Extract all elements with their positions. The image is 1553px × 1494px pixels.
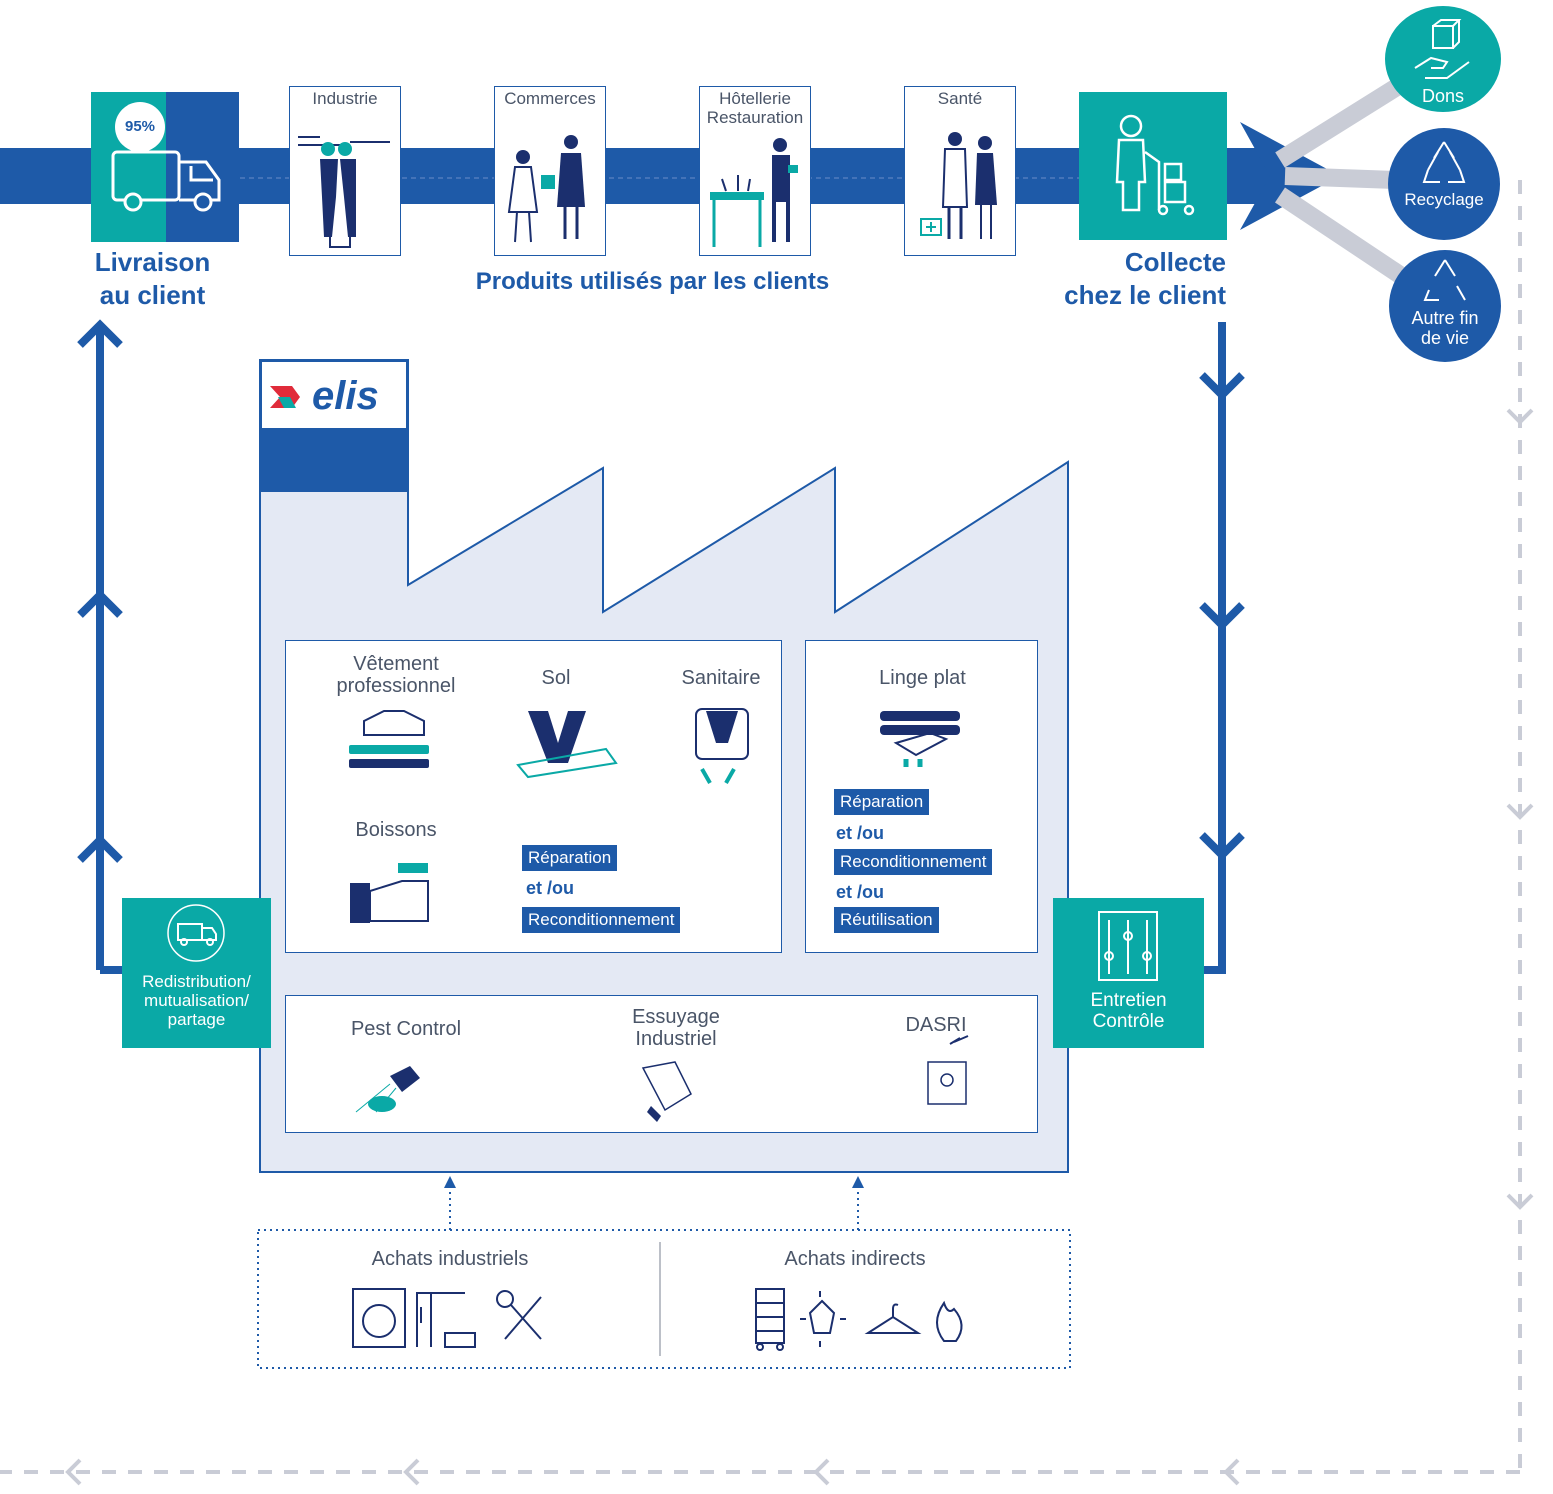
crane-icon [416, 1292, 465, 1347]
linen-and-or-label-2: et /ou [836, 882, 884, 902]
recycling-rate-badge: 95% [115, 102, 165, 152]
sector-card-hotellerie: Hôtellerie Restauration [699, 86, 811, 256]
sector-card-commerces: Commerces [494, 86, 606, 256]
doctor-patient-icon [920, 132, 997, 239]
industrial-purchases-icons [352, 1288, 542, 1348]
linen-stack-icon [880, 711, 960, 767]
delivery-box: 95% [91, 92, 239, 242]
reuse-tag: Réutilisation [834, 907, 939, 933]
repair-tag: Réparation [522, 845, 618, 871]
service-dasri: DASRI [905, 1014, 967, 1036]
waiter-table-icon [710, 138, 798, 247]
donations-circle: Dons [1385, 6, 1501, 112]
pest-spray-icon [355, 1066, 420, 1113]
industrial-purchases-label: Achats industriels [371, 1248, 529, 1270]
collection-box [1079, 92, 1227, 240]
collector-icon [1115, 114, 1195, 216]
drink-hand-icon [350, 863, 429, 923]
sector-card-sante: Santé [904, 86, 1016, 256]
service-drinks: Boissons [355, 819, 437, 841]
elis-logo: elis [260, 360, 408, 430]
services-panel-other: Pest Control Essuyage Industriel DASRI [285, 995, 1038, 1133]
services-panel-linen: Linge plat Réparation et /ou Recondition… [805, 640, 1038, 953]
linen-repair-tag: Réparation [834, 789, 930, 815]
recycle-icon [1422, 141, 1466, 183]
truck-icon [111, 150, 221, 212]
redistribution-truck-icon [167, 904, 225, 962]
reconditioning-tag: Reconditionnement [522, 907, 681, 933]
maintenance-box: Entretien Contrôle [1053, 898, 1204, 1048]
wiping-cloth-icon [641, 1061, 692, 1122]
dispenser-icon [695, 708, 749, 784]
services-panel-main: Vêtement professionnel Sol Sanitaire Boi… [285, 640, 782, 953]
floor-mat-icon [516, 711, 618, 779]
industry-workers-icon [298, 136, 390, 248]
delivery-label: Livraison au client [94, 247, 211, 310]
indirect-purchases-icons [755, 1288, 963, 1351]
shirt-stack-icon [349, 710, 429, 768]
shop-people-icon [507, 135, 585, 243]
service-floor: Sol [541, 667, 571, 689]
biohazard-bin-icon [927, 1035, 969, 1105]
service-pest-control: Pest Control [350, 1018, 462, 1040]
fire-icon [936, 1300, 963, 1342]
detergent-bag-icon [808, 1299, 836, 1334]
indirect-purchases-label: Achats indirects [784, 1248, 926, 1270]
linen-and-or-label-1: et /ou [836, 823, 884, 843]
control-sliders-icon [1098, 911, 1158, 981]
alt-recycle-icon [1423, 259, 1466, 301]
recycling-circle: Recyclage [1388, 128, 1500, 240]
tools-icon [496, 1290, 514, 1308]
service-sanitary: Sanitaire [681, 667, 761, 689]
redistribution-box: Redistribution/ mutualisation/ partage [122, 898, 271, 1048]
hanger-icon [864, 1303, 922, 1334]
service-industrial-wiping: Essuyage Industriel [632, 1006, 720, 1050]
elis-chevron-icon [270, 386, 300, 408]
other-end-of-life-circle: Autre fin de vie [1389, 250, 1501, 362]
hand-box-icon [1414, 19, 1470, 79]
client-products-caption: Produits utilisés par les clients [475, 268, 830, 295]
service-workwear: Vêtement professionnel [336, 653, 456, 697]
collection-label: Collecte chez le client [1064, 247, 1226, 310]
service-flat-linen: Linge plat [879, 667, 966, 689]
and-or-label: et /ou [526, 878, 574, 898]
linen-reconditioning-tag: Reconditionnement [834, 849, 993, 875]
washing-machine-icon [352, 1288, 406, 1348]
sector-card-industrie: Industrie [289, 86, 401, 256]
